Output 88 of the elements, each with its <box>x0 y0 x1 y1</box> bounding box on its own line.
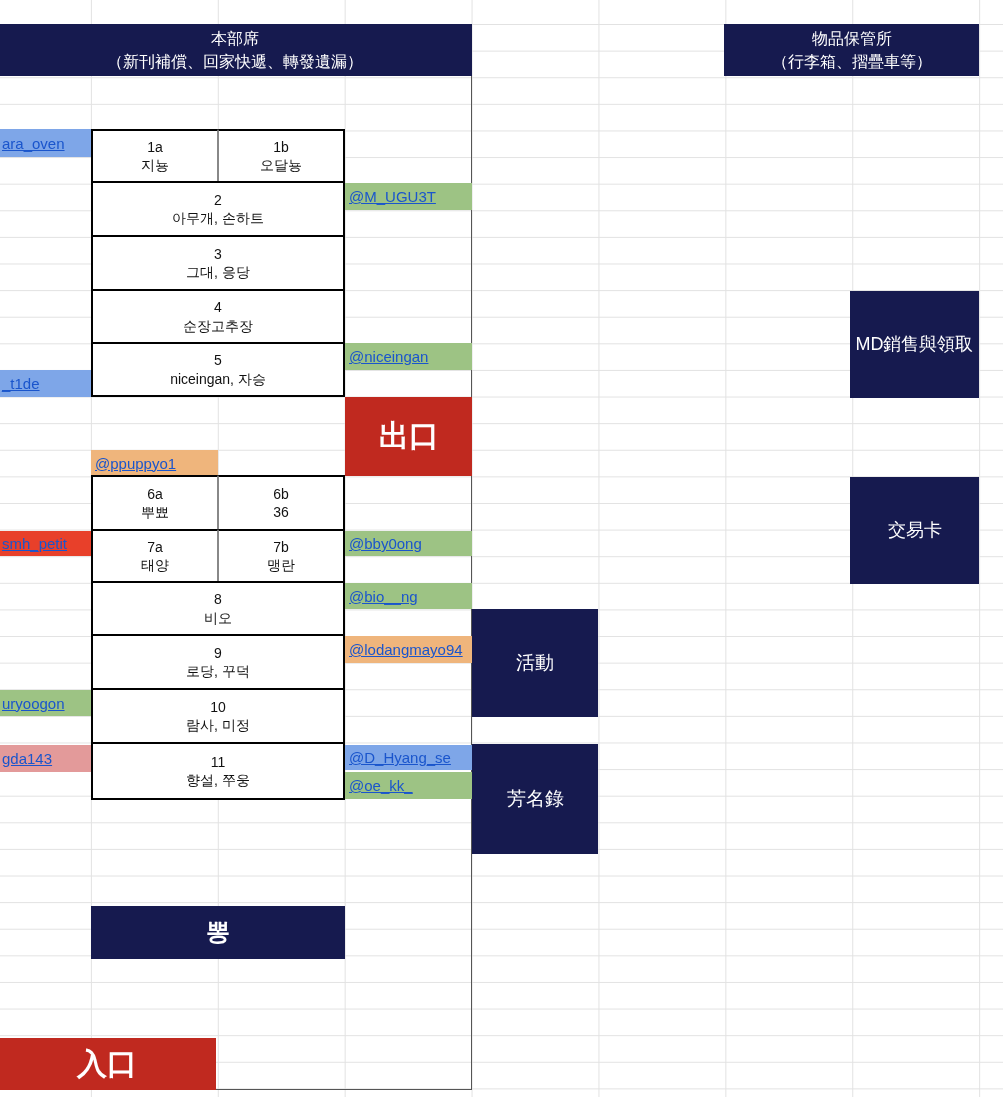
booth-number: 2 <box>214 190 222 209</box>
booth-names: 36 <box>273 503 289 522</box>
door-label: 出口 <box>378 418 439 454</box>
booth-cell <box>218 129 345 183</box>
booth-names: 오달뇽 <box>260 156 302 175</box>
handle-tag <box>345 636 472 663</box>
booth-number: 8 <box>214 590 222 609</box>
handle-link: @niceingan <box>349 348 429 365</box>
booth-cell <box>218 475 345 531</box>
area-sign <box>0 24 472 76</box>
booth-cell <box>91 475 218 531</box>
area-sign <box>472 609 598 717</box>
handle-tag <box>345 343 472 370</box>
booth-number: 1b <box>273 137 289 156</box>
handle-link: @lodangmayo94 <box>349 641 463 658</box>
handle-link: @M_UGU3T <box>349 188 436 205</box>
handle-tag <box>0 531 91 556</box>
handle-tag <box>91 450 218 476</box>
handle-link: _t1de <box>2 375 40 392</box>
area-note: （新刊補償、回家快遞、轉發遺漏） <box>107 52 363 72</box>
area-note: （行李箱、摺疊車等） <box>771 52 932 72</box>
area-sign <box>724 24 979 76</box>
booth-number: 6b <box>273 484 289 503</box>
booth-names: 순장고추장 <box>183 316 253 335</box>
area-name: 뽕 <box>206 917 230 948</box>
area-name: MD銷售與領取 <box>855 333 974 357</box>
handle-tag <box>345 772 472 799</box>
area-sign <box>472 744 598 854</box>
door-sign <box>0 1038 216 1090</box>
area-sign <box>850 477 979 584</box>
area-sign <box>91 906 345 959</box>
booth-names: 뿌뾰 <box>141 503 169 522</box>
booth-cell <box>218 529 345 583</box>
handle-link: ara_oven <box>2 134 65 152</box>
area-name: 活動 <box>516 651 554 676</box>
booth-cell <box>91 581 345 636</box>
handle-link: @ppuppyo1 <box>95 454 177 472</box>
handle-link: @D_Hyang_se <box>349 749 451 766</box>
handle-tag <box>345 531 472 556</box>
area-name: 芳名錄 <box>506 787 564 812</box>
booth-cell <box>91 289 345 344</box>
booth-names: niceingan, 자승 <box>170 369 266 388</box>
booth-number: 7a <box>147 537 163 556</box>
handle-tag <box>0 745 91 772</box>
booth-cell <box>91 742 345 800</box>
handle-tag <box>345 183 472 210</box>
booth-number: 11 <box>210 752 226 771</box>
booth-number: 4 <box>214 298 222 317</box>
booth-number: 9 <box>214 643 222 662</box>
door-sign <box>345 397 472 476</box>
booth-number: 10 <box>210 697 226 716</box>
booth-names: 태양 <box>141 556 169 575</box>
booth-names: 아무개, 손하트 <box>172 209 264 228</box>
handle-tag <box>345 745 472 770</box>
handle-link: @bio__ng <box>349 587 418 605</box>
booth-number: 5 <box>214 351 222 370</box>
handle-tag <box>0 129 91 157</box>
handle-link: smh_petit <box>2 535 68 552</box>
booth-cell <box>91 634 345 690</box>
booth-cell <box>91 688 345 744</box>
handle-tag <box>0 690 91 716</box>
handle-link: gda143 <box>2 750 53 767</box>
booth-names: 로당, 꾸덕 <box>186 662 250 681</box>
handle-link: @bby0ong <box>349 535 422 552</box>
booth-names: 지뇽 <box>141 156 169 175</box>
area-name: 本部席 <box>211 28 259 49</box>
booth-names: 맹란 <box>267 556 295 575</box>
door-label: 入口 <box>77 1045 137 1082</box>
booth-number: 1a <box>147 137 163 156</box>
booth-number: 6a <box>147 484 163 503</box>
handle-tag <box>345 583 472 609</box>
handle-link: uryoogon <box>2 694 65 712</box>
booth-number: 3 <box>214 244 222 263</box>
booth-cell <box>91 529 218 583</box>
area-name: 交易卡 <box>887 519 942 543</box>
handle-tag <box>0 370 91 397</box>
booth-names: 람사, 미정 <box>186 716 250 735</box>
handle-link: @oe_kk_ <box>349 777 413 794</box>
booth-names: 향설, 쭈웅 <box>186 771 250 790</box>
booth-cell <box>91 235 345 291</box>
booth-names: 비오 <box>204 608 232 627</box>
area-name: 物品保管所 <box>811 28 892 49</box>
booth-cell <box>91 129 218 183</box>
booth-cell <box>91 181 345 237</box>
area-sign <box>850 291 979 398</box>
booth-number: 7b <box>273 537 289 556</box>
booth-cell <box>91 342 345 397</box>
booth-names: 그대, 응당 <box>186 263 250 282</box>
